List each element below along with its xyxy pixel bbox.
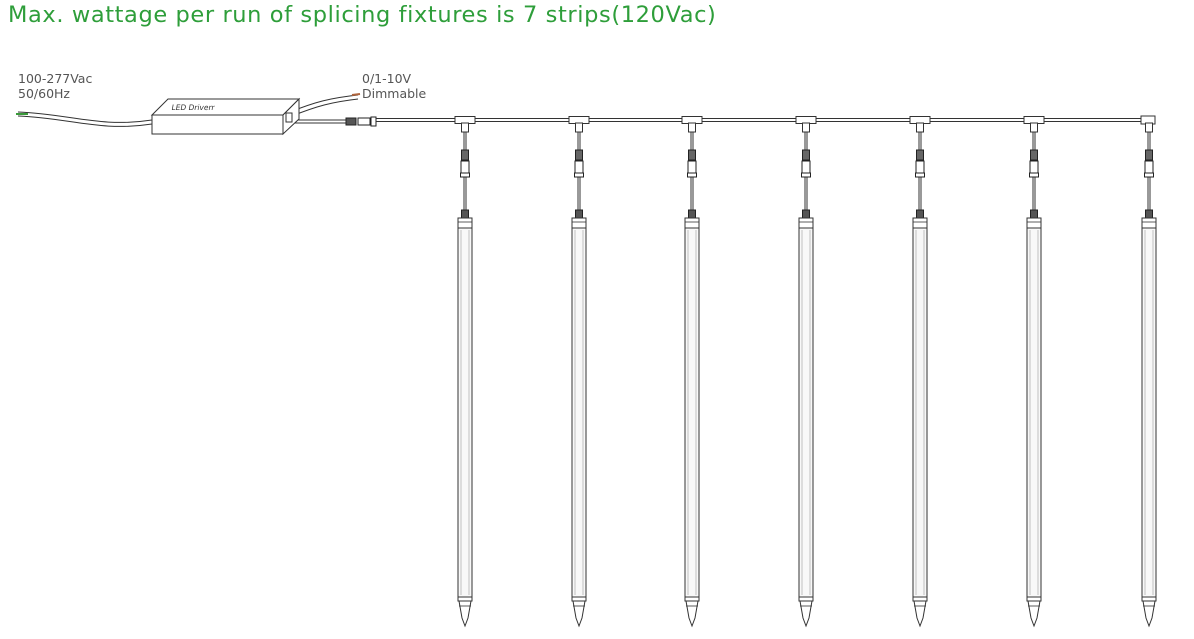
fixture-end-tip xyxy=(913,600,927,628)
tee-connector xyxy=(568,116,590,124)
drop-connector xyxy=(574,160,584,174)
tee-connector xyxy=(909,116,931,124)
fixture-end-tip xyxy=(1027,600,1041,628)
fixture xyxy=(454,116,476,628)
led-tube xyxy=(457,227,473,598)
tee-stem xyxy=(916,122,924,133)
fixture-end-tip xyxy=(458,600,472,628)
tee-connector xyxy=(681,116,703,124)
drop-connector-nut xyxy=(1144,172,1154,178)
input-cable xyxy=(17,111,153,123)
drop-connector xyxy=(1144,160,1154,174)
tee-connector xyxy=(454,116,476,124)
drop-connector xyxy=(461,149,469,161)
fixture-end-cap xyxy=(457,217,473,229)
fixture xyxy=(909,116,931,628)
drop-connector xyxy=(1029,160,1039,174)
drop-connector-nut xyxy=(801,172,811,178)
connector-nut xyxy=(370,116,377,127)
fixture-end-tip xyxy=(1142,600,1156,628)
drop-connector-nut xyxy=(687,172,697,178)
input-voltage-line1: 100-277Vac xyxy=(18,71,93,86)
fixture-end-cap xyxy=(798,217,814,229)
dimming-wire xyxy=(289,94,359,113)
fixture xyxy=(1023,116,1045,628)
led-tube xyxy=(912,227,928,598)
drop-connector xyxy=(575,149,583,161)
fixture-bottom-cap xyxy=(571,596,587,602)
fixture-end-tip xyxy=(572,600,586,628)
drop-connector xyxy=(688,149,696,161)
fixture xyxy=(1140,115,1157,628)
drop-connector xyxy=(1030,149,1038,161)
fixture-bottom-cap xyxy=(912,596,928,602)
driver-front-face xyxy=(151,114,284,135)
fixture-end-tip xyxy=(799,600,813,628)
drop-connector xyxy=(1145,149,1153,161)
drop-connector-nut xyxy=(574,172,584,178)
fixture-end-cap xyxy=(1141,217,1157,229)
dimming-label-line2: Dimmable xyxy=(362,86,427,101)
fixture-bottom-cap xyxy=(1141,596,1157,602)
tee-stem xyxy=(461,122,469,133)
fixture-bottom-cap xyxy=(1026,596,1042,602)
drop-connector xyxy=(916,149,924,161)
tee-stem xyxy=(688,122,696,133)
main-power-bus xyxy=(376,118,1149,122)
drop-connector xyxy=(801,160,811,174)
tee-connector xyxy=(1023,116,1045,124)
input-cable xyxy=(17,115,153,127)
fixture-bottom-cap xyxy=(798,596,814,602)
led-tube xyxy=(1141,227,1157,598)
tee-stem xyxy=(1145,122,1153,133)
driver-label: LED Driverr xyxy=(171,103,217,112)
input-voltage-label: 100-277Vac 50/60Hz xyxy=(18,71,92,101)
tee-connector xyxy=(795,116,817,124)
fixture-plug xyxy=(1145,209,1153,219)
led-tube xyxy=(798,227,814,598)
fixture-bottom-cap xyxy=(457,596,473,602)
tee-stem xyxy=(1030,122,1038,133)
drop-connector xyxy=(915,160,925,174)
fixture-end-cap xyxy=(571,217,587,229)
tee-stem xyxy=(802,122,810,133)
fixture-group xyxy=(454,115,1157,628)
drop-connector-nut xyxy=(460,172,470,178)
diagram-title: Max. wattage per run of splicing fixture… xyxy=(8,2,717,28)
fixture-end-tip xyxy=(685,600,699,628)
tee-stem xyxy=(575,122,583,133)
drop-connector xyxy=(687,160,697,174)
driver-output-port xyxy=(285,112,293,123)
inline-connector xyxy=(345,116,377,127)
dimming-wire-brown xyxy=(351,93,361,96)
fixture-end-cap xyxy=(684,217,700,229)
input-frequency-line2: 50/60Hz xyxy=(18,86,70,101)
drop-connector xyxy=(460,160,470,174)
fixture xyxy=(681,116,703,628)
fixture-plug xyxy=(461,209,469,219)
fixture-plug xyxy=(1030,209,1038,219)
fixture-plug xyxy=(575,209,583,219)
fixture-plug xyxy=(802,209,810,219)
fixture-end-cap xyxy=(912,217,928,229)
led-tube xyxy=(1026,227,1042,598)
drop-connector xyxy=(802,149,810,161)
fixture-end-cap xyxy=(1026,217,1042,229)
drop-connector-nut xyxy=(915,172,925,178)
fixture xyxy=(568,116,590,628)
fixture-bottom-cap xyxy=(684,596,700,602)
led-driver: LED Driverr xyxy=(150,97,301,136)
fixture-plug xyxy=(916,209,924,219)
led-tube xyxy=(684,227,700,598)
fixture-plug xyxy=(688,209,696,219)
dimming-label-line1: 0/1-10V xyxy=(362,71,412,86)
connector-body xyxy=(357,117,371,126)
connector-body xyxy=(345,117,357,126)
led-tube xyxy=(571,227,587,598)
drop-connector-nut xyxy=(1029,172,1039,178)
dimming-label: 0/1-10V Dimmable xyxy=(362,71,426,101)
fixture xyxy=(795,116,817,628)
